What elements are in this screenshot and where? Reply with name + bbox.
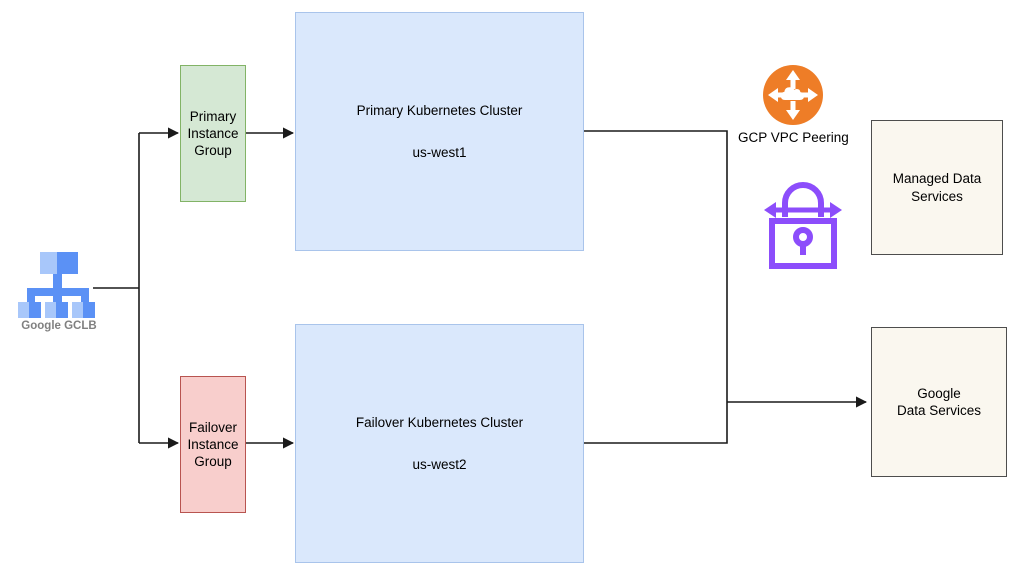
primary-instance-group-line2: Instance [187, 125, 239, 141]
failover-cluster-region: us-west2 [412, 456, 467, 472]
gclb-label: Google GCLB [21, 320, 97, 332]
node-failover-instance-group[interactable]: Failover Instance Group [180, 376, 246, 513]
failover-instance-group-line3: Group [194, 454, 232, 470]
failover-instance-group-line2: Instance [187, 436, 239, 452]
wire-failover-cluster-to-bus [584, 402, 728, 444]
google-cloud-load-balancer-icon [18, 252, 95, 318]
wire-primary-cluster-to-bus [584, 130, 728, 402]
failover-instance-group-line1: Failover [188, 419, 237, 435]
secure-lock-icon [764, 182, 842, 269]
primary-cluster-region: us-west1 [412, 144, 467, 160]
node-google-gclb[interactable]: Google GCLB [14, 250, 104, 332]
node-secure-link[interactable] [762, 175, 844, 275]
vpc-peering-label: GCP VPC Peering [738, 130, 849, 145]
vpc-peering-icon [763, 65, 824, 125]
google-data-services-line2: Data Services [896, 403, 982, 418]
node-gcp-vpc-peering[interactable]: GCP VPC Peering [738, 64, 849, 145]
primary-instance-group-line3: Group [194, 143, 232, 159]
node-google-data-services[interactable]: Google Data Services [871, 327, 1007, 477]
google-data-services-line1: Google [917, 385, 961, 401]
primary-cluster-title: Primary Kubernetes Cluster [356, 103, 523, 119]
managed-data-services-line2: Services [911, 188, 963, 204]
node-primary-kubernetes-cluster[interactable]: Primary Kubernetes Cluster us-west1 [295, 12, 584, 251]
node-failover-kubernetes-cluster[interactable]: Failover Kubernetes Cluster us-west2 [295, 324, 584, 563]
failover-cluster-title: Failover Kubernetes Cluster [355, 415, 524, 431]
managed-data-services-line1: Managed Data [892, 171, 982, 187]
primary-instance-group-line1: Primary [189, 108, 237, 124]
node-primary-instance-group[interactable]: Primary Instance Group [180, 65, 246, 202]
node-managed-data-services[interactable]: Managed Data Services [871, 120, 1003, 255]
